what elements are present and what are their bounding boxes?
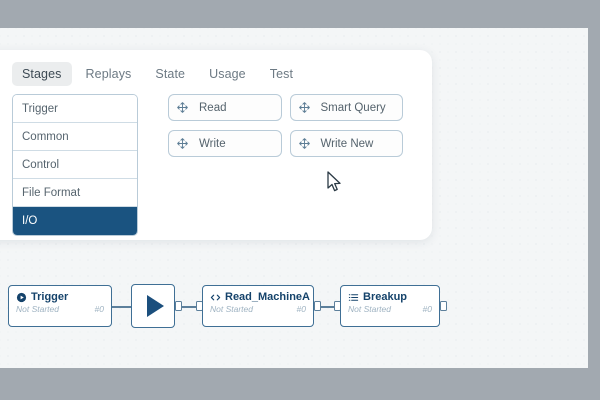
tab-state[interactable]: State <box>155 67 186 81</box>
move-arrows-icon <box>298 137 311 150</box>
flow-node-count: #0 <box>422 304 432 314</box>
stage-card-read[interactable]: Read <box>168 94 282 121</box>
flow-node-title-row: Breakup <box>341 286 439 303</box>
port-read-output[interactable] <box>314 301 321 311</box>
stage-card-label: Write New <box>320 137 374 150</box>
flow-node-breakup[interactable]: Breakup Not Started #0 <box>340 285 440 327</box>
play-circle-icon <box>16 292 27 303</box>
tab-test[interactable]: Test <box>269 67 294 81</box>
stage-card-grid: Read Smart Query Write <box>168 94 403 157</box>
flow-node-status: Not Started <box>210 304 253 314</box>
category-item-file-format[interactable]: File Format <box>13 179 137 207</box>
letterbox-bottom-bar <box>0 368 600 400</box>
flow-node-status: Not Started <box>348 304 391 314</box>
flow-node-name: Breakup <box>363 291 408 303</box>
tab-usage[interactable]: Usage <box>209 67 246 81</box>
category-item-io[interactable]: I/O <box>13 207 137 235</box>
flow-canvas[interactable]: Stages Replays State Usage Test Trigger … <box>0 28 590 368</box>
category-item-common[interactable]: Common <box>13 123 137 151</box>
pipeline-flow-graph: Trigger Not Started #0 Read_MachineA <box>0 273 590 343</box>
port-run-output[interactable] <box>175 301 182 311</box>
panel-tab-bar: Stages Replays State Usage Test <box>12 62 303 86</box>
edge-read-to-breakup <box>321 306 334 308</box>
letterbox-right-bar <box>588 0 600 400</box>
list-icon <box>348 292 359 303</box>
flow-node-trigger[interactable]: Trigger Not Started #0 <box>8 285 112 327</box>
stage-card-label: Read <box>199 101 227 114</box>
tab-replays[interactable]: Replays <box>85 67 132 81</box>
flow-node-meta: Not Started #0 <box>341 303 439 314</box>
stage-card-smart-query[interactable]: Smart Query <box>289 94 403 121</box>
flow-node-status: Not Started <box>16 304 59 314</box>
stage-card-label: Write <box>199 137 226 150</box>
tab-stages[interactable]: Stages <box>12 62 72 86</box>
category-item-trigger[interactable]: Trigger <box>13 95 137 123</box>
flow-node-meta: Not Started #0 <box>203 303 313 314</box>
stage-card-label: Smart Query <box>320 101 386 114</box>
flow-node-name: Read_MachineA <box>225 291 310 303</box>
play-triangle-icon <box>146 295 164 317</box>
stage-picker-panel: Stages Replays State Usage Test Trigger … <box>0 50 432 240</box>
flow-node-meta: Not Started #0 <box>9 303 111 314</box>
move-arrows-icon <box>298 101 311 114</box>
flow-node-count: #0 <box>94 304 104 314</box>
move-arrows-icon <box>176 101 189 114</box>
flow-node-name: Trigger <box>31 291 69 303</box>
stage-card-write[interactable]: Write <box>168 130 282 157</box>
flow-node-read-machinea[interactable]: Read_MachineA Not Started #0 <box>202 285 314 327</box>
stage-category-list: Trigger Common Control File Format I/O <box>12 94 138 236</box>
category-item-control[interactable]: Control <box>13 151 137 179</box>
flow-node-title-row: Read_MachineA <box>203 286 313 303</box>
flow-node-run-button[interactable] <box>131 284 175 328</box>
code-brackets-icon <box>210 292 221 303</box>
letterbox-top-bar <box>0 0 600 28</box>
flow-node-count: #0 <box>296 304 306 314</box>
flow-node-title-row: Trigger <box>9 286 111 303</box>
port-breakup-output[interactable] <box>440 301 447 311</box>
edge-run-to-read <box>182 306 196 308</box>
edge-trigger-to-run <box>112 306 131 308</box>
move-arrows-icon <box>176 137 189 150</box>
stage-card-write-new[interactable]: Write New <box>289 130 403 157</box>
